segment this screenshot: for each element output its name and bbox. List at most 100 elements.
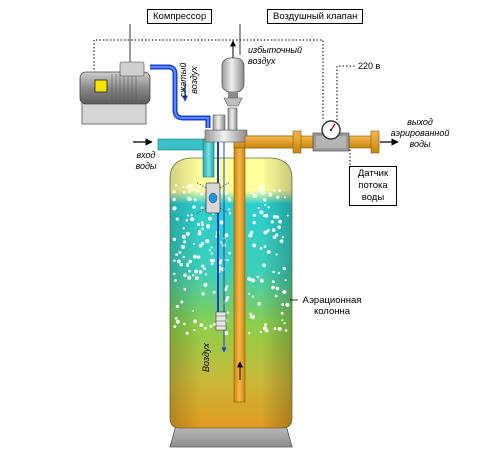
air-bubble [283,322,286,325]
water-outlet-label: выход аэрированной воды [386,117,454,150]
air-bubble [260,190,265,195]
air-bubble [182,191,186,194]
air-bubble [193,328,196,332]
water-outlet-label-line2: аэрированной [390,128,450,138]
air-bubble [180,300,184,304]
excess-air-label-line2: воздух [248,56,276,66]
air-bubble [273,327,277,331]
air-bubble [226,311,229,315]
air-bubble [226,258,229,262]
compressor-label: Компрессор [147,9,213,24]
air-bubble [286,214,289,217]
air-bubble [275,286,280,291]
air-valve [221,24,245,107]
air-bubble [196,255,201,259]
air-bubble [203,282,208,288]
air-bubble [271,285,275,290]
compressor [79,24,151,125]
air-bubble [172,197,176,202]
air-bubble [183,240,187,244]
air-bubble [201,227,204,231]
flow-sensor-label-line3: воды [361,192,385,203]
air-bubble [190,214,193,217]
air-bubble [250,314,255,319]
air-bubble [198,184,202,188]
air-bubble [263,184,266,187]
air-bubble [204,326,207,330]
air-bubble [264,203,267,207]
air-bubble [175,319,180,324]
air-bubble [191,274,195,277]
air-bubble [251,191,254,195]
air-bubble [176,259,181,264]
air-bubble [192,205,196,209]
air-bubble [284,279,287,282]
air-bubbles [172,183,290,336]
air-bubble [228,208,231,211]
air-bubble [277,271,280,275]
air-bubble [247,276,252,281]
air-bubble [226,295,230,300]
aeration-column-label-line2: колонна [313,306,351,317]
air-bubble [262,263,266,268]
air-bubble [276,195,280,199]
air-bubble [283,196,286,199]
air-bubble [282,266,287,271]
air-bubble [224,233,229,238]
air-bubble [182,186,185,189]
air-bubble [205,224,211,229]
air-bubble [284,329,288,332]
air-bubble [183,273,187,278]
air-bubble [207,216,212,221]
compressed-air-label-line2: воздух [189,66,199,94]
air-bubble [201,242,205,245]
air-valve-label: Воздушный клапан [267,9,364,24]
air-bubble [228,251,231,255]
air-bubble [186,184,191,189]
aeration-column-label: Аэрационная колонна [299,295,365,317]
air-bubble [185,219,189,222]
air-bubble [199,323,204,327]
air-bubble [187,275,192,280]
air-bubble [263,198,267,202]
air-bubble [193,188,197,191]
air-bubble [181,234,186,239]
water-inlet-label-line2: воды [135,161,157,171]
water-outlet-label-line1: выход [407,117,433,127]
air-bubble [200,206,204,210]
air-bubble [252,213,256,217]
air-bubble [174,317,178,320]
compressed-air-label-line1: сжатый [178,62,188,98]
air-bubble [196,190,200,193]
flow-sensor-label-line1: Датчик [357,168,389,179]
air-bubble [266,229,270,233]
flow-sensor [312,120,350,152]
air-bubble [209,258,214,263]
air-bubble [172,190,176,194]
air-bubble [277,326,282,331]
air-bubble [260,279,264,283]
air-bubble [173,325,177,329]
air-bubble [228,211,232,215]
air-bubble [264,323,267,327]
air-bubble [266,249,271,254]
air-bubble [201,221,204,224]
air-bubble [268,192,273,197]
air-bubble [188,269,191,273]
air-bubble [173,259,176,262]
air-bubble [213,322,217,326]
air-bubble [257,301,262,306]
flow-sensor-label-line2: потока [358,180,388,191]
air-bubble [174,184,178,187]
air-bubble [275,215,280,219]
air-bubble [272,215,277,219]
air-bubble [182,227,186,230]
air-bubble [252,193,257,198]
air-bubble [256,275,260,279]
air-bubble [198,243,203,248]
outlet-pipe [244,130,399,154]
air-bubble [280,311,284,315]
air-bubble [263,230,268,235]
air-distributor [195,142,231,353]
air-bubble [198,270,203,274]
